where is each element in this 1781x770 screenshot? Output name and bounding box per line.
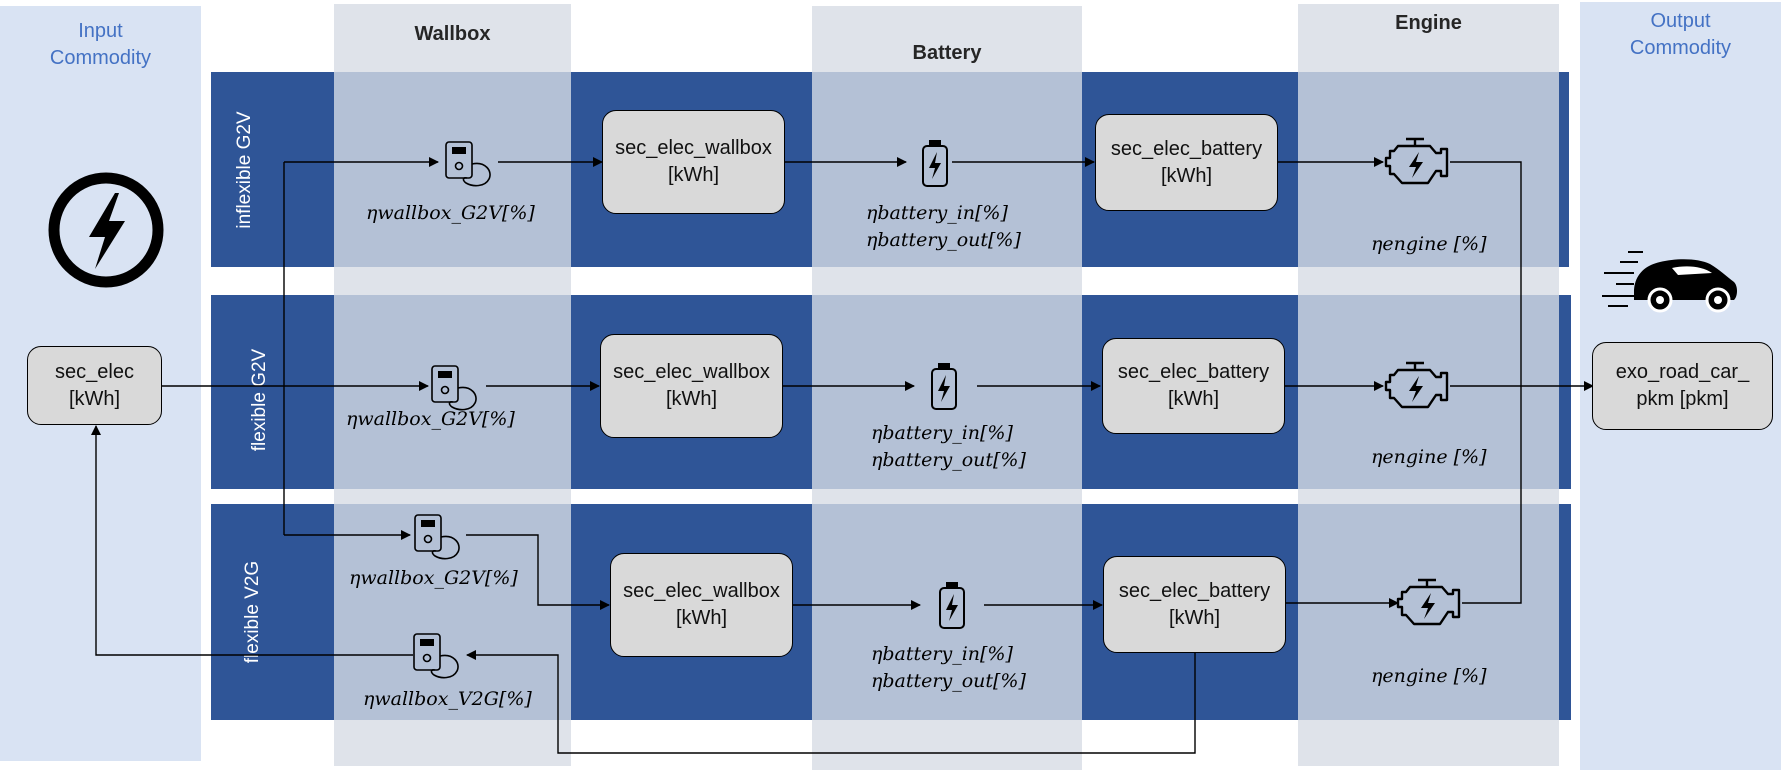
arrow-battery-3-to-v2g-wallbox: [466, 650, 1196, 754]
electricity-icon: [48, 172, 164, 288]
eff-battery-in-1: ηbattery_in[%]: [866, 202, 1008, 224]
output-node: exo_road_car_ pkm [pkm]: [1592, 342, 1773, 430]
sec-elec-node-name: sec_elec: [55, 360, 134, 383]
engine-icon: [1396, 578, 1461, 626]
eff-wallbox-g2v-2: ηwallbox_G2V[%]: [346, 408, 515, 430]
wallbox-node-3-unit: [kWh]: [675, 607, 728, 629]
eff-battery-out-2: ηbattery_out[%]: [871, 449, 1026, 471]
battery-header: Battery: [912, 42, 982, 64]
battery-node-1-name: sec_elec_battery: [1110, 137, 1263, 160]
cell-engine-row1: [1298, 72, 1559, 267]
wallbox-node-2: sec_elec_wallbox [kWh]: [600, 334, 783, 438]
wallbox-icon: [413, 633, 459, 679]
cell-wallbox-row2: [334, 295, 571, 489]
battery-node-1-unit: [kWh]: [1160, 164, 1213, 187]
wallbox-icon: [414, 514, 460, 560]
car-icon: [1602, 251, 1737, 313]
cell-engine-row2: [1298, 295, 1559, 489]
input-commodity-header-line2: Commodity: [49, 47, 152, 69]
battery-node-3: sec_elec_battery [kWh]: [1103, 556, 1286, 653]
arrow-wallbox-3-to-node: [466, 534, 610, 610]
eff-battery-out-1: ηbattery_out[%]: [866, 229, 1021, 251]
output-commodity-header: Output Commodity: [1580, 8, 1781, 62]
eff-wallbox-g2v-3: ηwallbox_G2V[%]: [349, 567, 518, 589]
input-commodity-header: Input Commodity: [0, 18, 201, 72]
engine-icon: [1384, 137, 1449, 185]
output-node-unit: pkm [pkm]: [1636, 388, 1729, 410]
eff-engine-2: ηengine [%]: [1371, 446, 1487, 468]
engine-icon: [1384, 361, 1449, 409]
battery-icon: [922, 140, 948, 187]
output-node-name: exo_road_car_: [1615, 361, 1750, 383]
battery-node-2-name: sec_elec_battery: [1117, 361, 1270, 383]
battery-node-3-name: sec_elec_battery: [1118, 579, 1271, 602]
eff-engine-1: ηengine [%]: [1371, 233, 1487, 255]
eff-engine-3: ηengine [%]: [1371, 665, 1487, 687]
sec-elec-node-unit: [kWh]: [68, 387, 121, 410]
battery-node-2: sec_elec_battery [kWh]: [1102, 338, 1285, 434]
sec-elec-node: sec_elec [kWh]: [27, 346, 162, 425]
battery-icon: [939, 582, 965, 629]
cell-battery-row2: [812, 295, 1082, 489]
wallbox-node-3-name: sec_elec_wallbox: [623, 580, 780, 602]
battery-icon: [931, 363, 957, 410]
battery-node-2-unit: [kWh]: [1167, 388, 1220, 410]
eff-battery-out-3: ηbattery_out[%]: [871, 670, 1026, 692]
wallbox-node-2-unit: [kWh]: [665, 388, 718, 410]
eff-wallbox-g2v-1: ηwallbox_G2V[%]: [366, 202, 535, 224]
arrow-v2g-wallbox-to-sec-elec: [91, 425, 413, 656]
wallbox-icon: [431, 365, 477, 411]
output-commodity-header-line1: Output: [1650, 10, 1711, 32]
wallbox-node-2-name: sec_elec_wallbox: [613, 361, 770, 383]
eff-battery-in-3: ηbattery_in[%]: [871, 643, 1013, 665]
wallbox-node-3: sec_elec_wallbox [kWh]: [610, 553, 793, 657]
wallbox-header: Wallbox: [414, 23, 491, 45]
eff-wallbox-v2g: ηwallbox_V2G[%]: [363, 688, 532, 710]
cell-battery-row3: [812, 504, 1082, 720]
cell-wallbox-row3: [334, 504, 571, 720]
battery-node-3-unit: [kWh]: [1168, 606, 1221, 629]
output-commodity-header-line2: Commodity: [1629, 37, 1732, 59]
engine-header: Engine: [1395, 12, 1462, 34]
input-commodity-header-line1: Input: [78, 20, 123, 42]
wallbox-node-1: sec_elec_wallbox [kWh]: [602, 110, 785, 214]
battery-node-1: sec_elec_battery [kWh]: [1095, 114, 1278, 211]
wallbox-node-1-unit: [kWh]: [667, 164, 720, 186]
cell-wallbox-row1: [334, 72, 571, 267]
wallbox-icon: [445, 141, 491, 187]
eff-battery-in-2: ηbattery_in[%]: [871, 422, 1013, 444]
wallbox-node-1-name: sec_elec_wallbox: [615, 137, 772, 159]
